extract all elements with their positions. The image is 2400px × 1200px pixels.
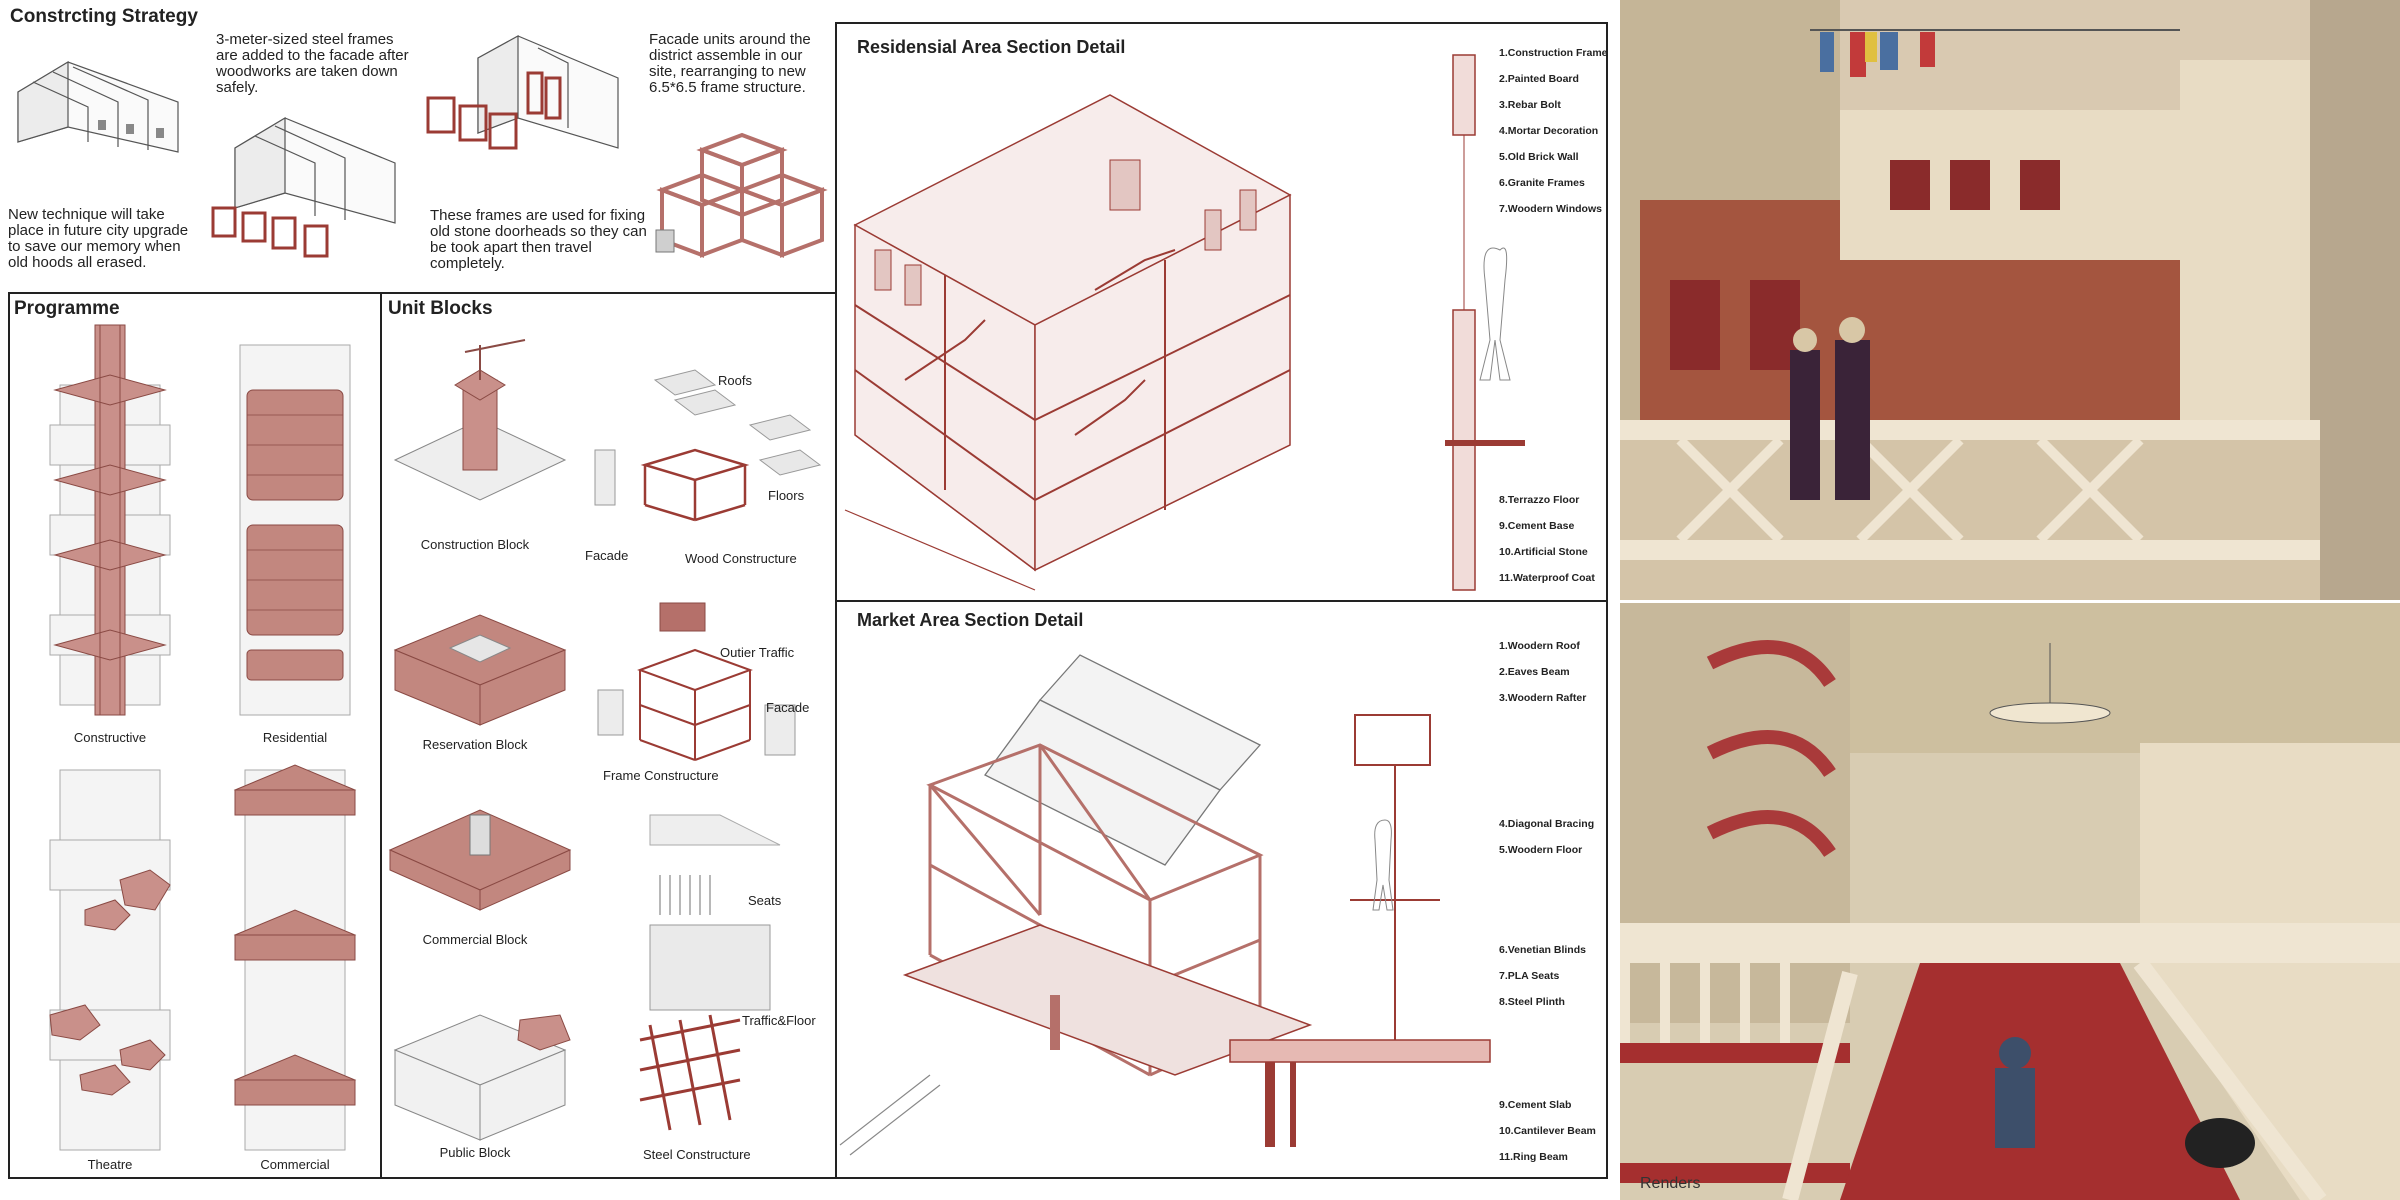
frame-construction-exploded	[597, 602, 796, 761]
res-label-5: 5.Old Brick Wall	[1499, 151, 1579, 163]
residential-detail-strip	[1445, 54, 1525, 591]
mkt-label-10: 10.Cantilever Beam	[1499, 1125, 1596, 1137]
strategy-house-1	[17, 60, 179, 153]
unit-blocks-title: Unit Blocks	[388, 298, 493, 319]
mkt-label-7: 7.PLA Seats	[1499, 970, 1560, 982]
strategy-house-3	[426, 34, 619, 150]
unit-block-caption-reservation: Reservation Block	[422, 737, 528, 752]
label-steel-constructure: Steel Constructure	[643, 1147, 751, 1162]
tower-residential	[239, 344, 351, 716]
res-label-11: 11.Waterproof Coat	[1499, 572, 1595, 584]
label-facade-2: Facade	[766, 700, 810, 715]
reservation-block-drawing	[393, 614, 567, 726]
mkt-label-2: 2.Eaves Beam	[1499, 666, 1570, 678]
unit-block-caption-commercial: Commercial Block	[422, 932, 528, 947]
label-seats: Seats	[748, 893, 782, 908]
public-block-drawing	[393, 1014, 571, 1141]
residential-section-title: Residensial Area Section Detail	[857, 37, 1126, 57]
commercial-block-drawing	[388, 809, 572, 911]
strategy-note-2: 3-meter-sized steel frames are added to …	[216, 31, 409, 96]
wood-construction-exploded	[594, 369, 822, 522]
strategy-frame-structure	[655, 132, 828, 258]
programme-caption-commercial: Commercial	[260, 1157, 330, 1172]
programme-title: Programme	[14, 298, 120, 319]
res-label-2: 2.Painted Board	[1499, 73, 1579, 85]
label-outier-traffic: Outier Traffic	[720, 645, 795, 660]
mkt-label-6: 6.Venetian Blinds	[1499, 944, 1586, 956]
unit-block-caption-public: Public Block	[439, 1145, 511, 1160]
label-traffic-floor: Traffic&Floor	[742, 1013, 816, 1028]
mkt-label-8: 8.Steel Plinth	[1499, 996, 1565, 1008]
renders-caption: Renders	[1640, 1175, 1701, 1192]
mkt-label-4: 4.Diagonal Bracing	[1499, 818, 1595, 830]
mkt-label-11: 11.Ring Beam	[1499, 1151, 1568, 1163]
mkt-label-3: 3.Woodern Rafter	[1499, 692, 1587, 704]
res-label-6: 6.Granite Frames	[1499, 177, 1585, 189]
res-label-7: 7.Woodern Windows	[1499, 203, 1602, 215]
unit-block-caption-construction: Construction Block	[420, 537, 530, 552]
label-wood-constructure: Wood Constructure	[685, 551, 797, 566]
strategy-note-3: These frames are used for fixing old sto…	[430, 207, 647, 272]
label-facade-1: Facade	[585, 548, 629, 563]
res-label-10: 10.Artificial Stone	[1499, 546, 1588, 558]
label-roofs: Roofs	[718, 373, 752, 388]
res-label-9: 9.Cement Base	[1499, 520, 1575, 532]
market-section-panel	[835, 600, 1608, 1179]
strategy-note-4: Facade units around the district assembl…	[649, 31, 811, 96]
label-floors: Floors	[768, 488, 805, 503]
label-frame-constructure: Frame Constructure	[603, 768, 719, 783]
programme-caption-constructive: Constructive	[73, 730, 147, 745]
mkt-label-5: 5.Woodern Floor	[1499, 844, 1583, 856]
mkt-label-1: 1.Woodern Roof	[1499, 640, 1580, 652]
render-courtyard	[1620, 0, 2400, 600]
programme-caption-theatre: Theatre	[87, 1157, 133, 1172]
market-detail-strip	[1229, 714, 1491, 1147]
res-label-1: 1.Construction Frame	[1499, 47, 1608, 59]
tower-commercial	[233, 764, 357, 1151]
market-section-title: Market Area Section Detail	[857, 610, 1084, 630]
mkt-label-9: 9.Cement Slab	[1499, 1099, 1572, 1111]
residential-section-drawing	[844, 94, 1292, 591]
res-label-4: 4.Mortar Decoration	[1499, 125, 1599, 137]
steel-construction-exploded	[639, 814, 781, 1131]
res-label-8: 8.Terrazzo Floor	[1499, 494, 1580, 506]
res-label-3: 3.Rebar Bolt	[1499, 99, 1561, 111]
strategy-house-2	[211, 116, 396, 258]
programme-caption-residential: Residential	[262, 730, 328, 745]
market-section-drawing	[839, 654, 1313, 1156]
construction-block-drawing	[393, 339, 567, 501]
strategy-note-1: New technique will take place in future …	[8, 206, 189, 271]
tower-theatre	[49, 769, 171, 1151]
strategy-title: Constrcting Strategy	[10, 6, 198, 27]
render-staircase: Renders	[1620, 603, 2400, 1200]
tower-constructive	[49, 324, 171, 716]
